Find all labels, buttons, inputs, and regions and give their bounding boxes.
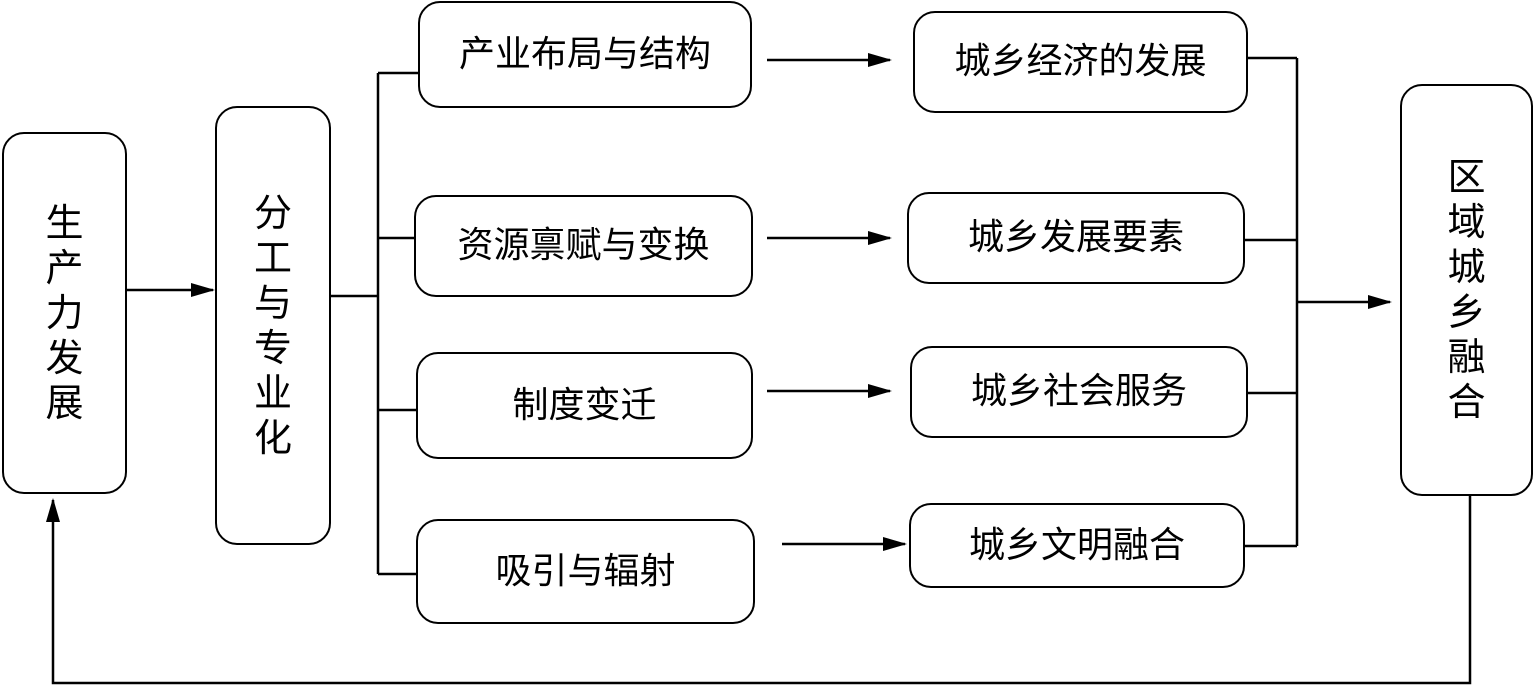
node-integration: 区域城乡融合 (1400, 84, 1533, 496)
node-economy: 城乡经济的发展 (913, 11, 1248, 113)
node-civilization: 城乡文明融合 (909, 503, 1245, 588)
node-civilization-label: 城乡文明融合 (968, 524, 1185, 566)
node-division-label: 分工与专业化 (253, 190, 292, 460)
node-service: 城乡社会服务 (910, 346, 1248, 438)
node-industry: 产业布局与结构 (418, 1, 752, 108)
node-productivity: 生产力发展 (2, 132, 127, 494)
node-division: 分工与专业化 (215, 106, 331, 545)
node-economy-label: 城乡经济的发展 (954, 41, 1207, 82)
node-factors-label: 城乡发展要素 (967, 217, 1184, 258)
arrow-feedback-loop (46, 496, 1472, 685)
node-resource-label: 资源禀赋与变换 (457, 225, 710, 266)
node-attraction-label: 吸引与辐射 (495, 550, 676, 592)
node-attraction: 吸引与辐射 (416, 519, 755, 624)
node-industry-label: 产业布局与结构 (458, 33, 711, 75)
node-factors: 城乡发展要素 (907, 192, 1245, 284)
node-productivity-label: 生产力发展 (45, 200, 84, 425)
node-service-label: 城乡社会服务 (970, 371, 1187, 412)
node-institution: 制度变迁 (416, 352, 753, 459)
node-institution-label: 制度变迁 (512, 384, 657, 426)
node-integration-label: 区域城乡融合 (1447, 155, 1486, 424)
node-resource: 资源禀赋与变换 (414, 195, 753, 297)
